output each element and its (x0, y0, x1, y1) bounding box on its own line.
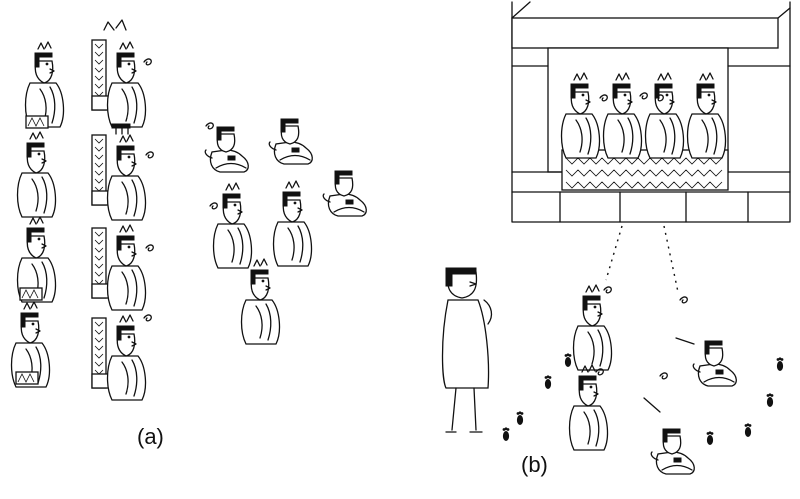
panel-b-drawing (441, 1, 791, 475)
panel-b-caption: (b) (521, 452, 548, 477)
panel-a-caption: (a) (137, 424, 164, 449)
panel-a-drawing (10, 19, 367, 401)
